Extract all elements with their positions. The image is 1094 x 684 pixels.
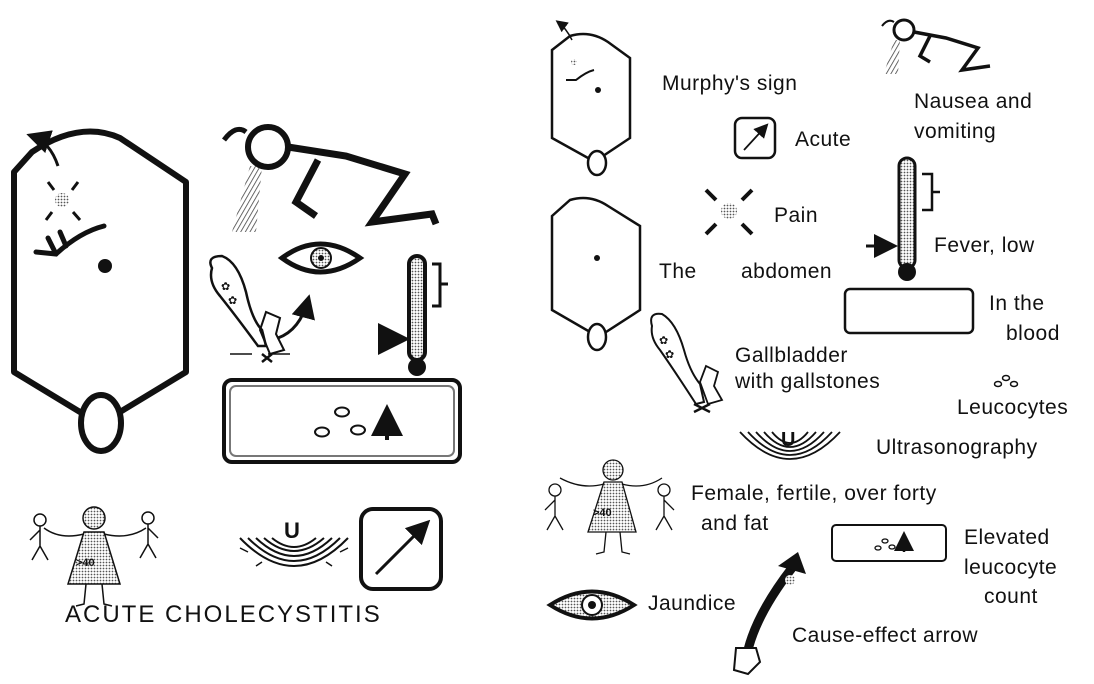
legend-label-elevated-2: leucocyte [964, 556, 1057, 579]
eye-icon [550, 592, 634, 619]
legend-label-elevated-3: count [984, 585, 1038, 608]
gallbladder-icon: ✿ ✿ [651, 314, 722, 412]
legend-label-nausea-1: Nausea and [914, 90, 1032, 113]
svg-text:>40: >40 [76, 557, 95, 569]
legend-label-cause-effect: Cause-effect arrow [792, 624, 978, 647]
svg-text:✿: ✿ [221, 281, 230, 293]
svg-text:✿: ✿ [659, 335, 668, 347]
legend-label-abdomen: abdomen [741, 260, 832, 283]
legend-label-nausea-2: vomiting [914, 120, 996, 143]
legend-label-blood: blood [1006, 322, 1060, 345]
legend-label-in-the: In the [989, 292, 1045, 315]
thermometer-icon [866, 158, 940, 281]
ultrasound-icon: U [240, 518, 348, 566]
nausea-figure-icon [882, 20, 990, 74]
diagram-title: ACUTE CHOLECYSTITIS [65, 601, 382, 628]
blood-box-icon [845, 289, 973, 333]
acute-box-icon [361, 509, 441, 589]
legend-label-female-1: Female, fertile, over forty [691, 482, 937, 505]
blood-box-icon [224, 380, 460, 462]
abdomen-icon [552, 198, 640, 350]
female-figure-icon: >40 [545, 460, 674, 554]
svg-text:U: U [284, 518, 300, 543]
cause-effect-arrow-icon [734, 552, 806, 674]
legend-label-gallbladder-1: Gallbladder [735, 344, 848, 367]
legend-label-leucocytes: Leucocytes [957, 396, 1068, 419]
female-figure-icon: >40 [30, 507, 158, 606]
legend-label-gallbladder-2: with gallstones [734, 370, 880, 393]
legend-label-jaundice: Jaundice [648, 592, 736, 615]
eye-icon [282, 244, 360, 272]
nausea-figure-icon [224, 127, 436, 232]
elevated-leucocytes-icon [832, 525, 946, 561]
legend-label-fever: Fever, low [934, 234, 1035, 257]
legend-label-murphys-sign: Murphy's sign [662, 72, 797, 95]
leucocytes-icon [995, 376, 1018, 387]
abdomen-icon [14, 132, 186, 451]
legend-label-the: The [659, 260, 697, 283]
composite-scene: ✿ ✿ [14, 127, 460, 628]
legend-label-ultrasonography: Ultrasonography [876, 436, 1038, 459]
pain-icon [706, 190, 752, 234]
legend-label-acute: Acute [795, 128, 851, 151]
acute-box-icon [735, 118, 775, 158]
svg-text:U: U [781, 429, 795, 451]
legend-label-female-2: and fat [701, 512, 769, 535]
legend: Murphy's sign Nausea and vomiting Acute … [545, 20, 1068, 674]
thermometer-icon [378, 256, 448, 376]
svg-text:>40: >40 [593, 507, 612, 519]
murphys-sign-icon [552, 22, 630, 175]
legend-label-pain: Pain [774, 204, 818, 227]
svg-text:✿: ✿ [228, 295, 237, 307]
gallbladder-icon: ✿ ✿ [210, 256, 308, 362]
legend-label-elevated-1: Elevated [964, 526, 1050, 549]
svg-text:✿: ✿ [665, 349, 674, 361]
ultrasound-icon: U [740, 429, 840, 459]
